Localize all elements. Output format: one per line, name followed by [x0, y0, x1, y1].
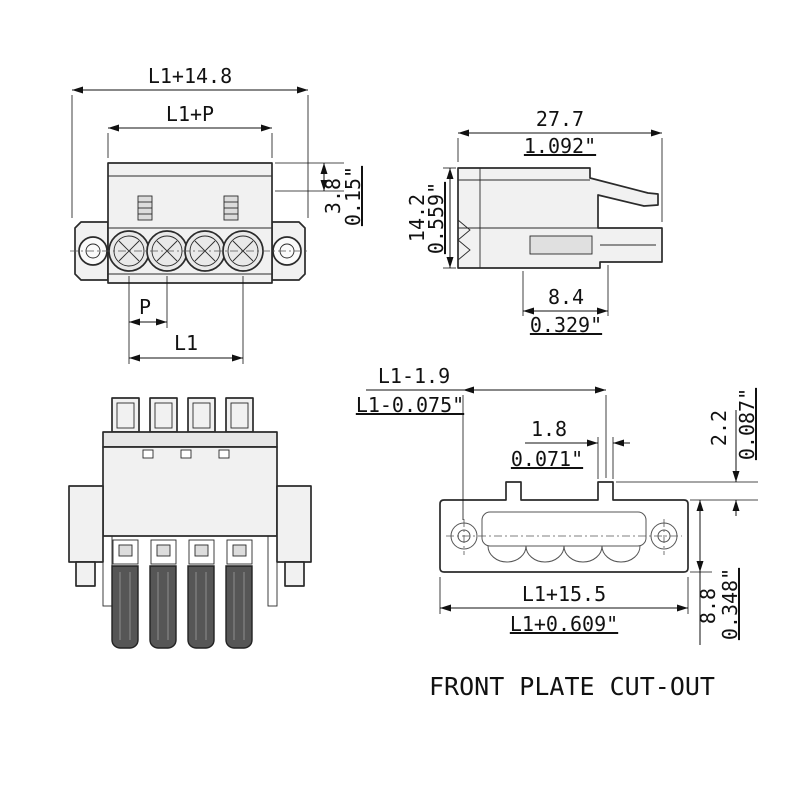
right-peg — [284, 561, 305, 587]
wires — [111, 565, 253, 649]
dim-slot-width-in: L1-0.075" — [356, 393, 464, 417]
view-title: FRONT PLATE CUT-OUT — [429, 672, 715, 701]
dim-cutout-width-mm: L1+15.5 — [522, 582, 606, 606]
dim-cutout-height-in: 0.348" — [718, 568, 742, 640]
pin-housing-2 — [149, 397, 178, 433]
front-view: L1+14.8 L1+P 3.8 0.15" P L1 — [70, 64, 365, 364]
collar — [102, 431, 278, 448]
dim-tab-height-mm: 2.2 — [707, 410, 731, 446]
dim-side-height-in: 0.559" — [424, 182, 448, 254]
silhouette-scallops — [487, 545, 641, 563]
dim-cutout-height-mm: 8.8 — [696, 588, 720, 624]
rear-view — [68, 397, 312, 649]
cutout-view: L1-1.9 L1-0.075" 1.8 0.071" 2.2 0.087" 8… — [356, 364, 759, 701]
dim-side-height-mm: 14.2 — [405, 194, 429, 242]
cutout-outline — [439, 481, 689, 573]
clamp-row — [112, 539, 253, 565]
dim-span: L1 — [174, 331, 198, 355]
dim-front-pitch-width: L1+P — [166, 102, 214, 126]
dim-panel-depth-mm: 8.4 — [548, 285, 584, 309]
dim-side-width-mm: 27.7 — [536, 107, 584, 131]
dim-tab-width-mm: 1.8 — [531, 417, 567, 441]
dim-pitch: P — [139, 295, 151, 319]
dim-panel-depth-in: 0.329" — [530, 313, 602, 337]
dim-flange-height-mm: 3.8 — [321, 178, 345, 214]
dim-front-overall-width: L1+14.8 — [148, 64, 232, 88]
latch-detail-left — [137, 195, 153, 221]
dim-side-width-in: 1.092" — [524, 134, 596, 158]
dim-cutout-width-in: L1+0.609" — [510, 612, 618, 636]
right-bracket — [276, 485, 312, 563]
side-profile — [457, 167, 663, 269]
clamp-zigzag — [457, 219, 471, 261]
dim-slot-width-mm: L1-1.9 — [378, 364, 450, 388]
side-view: 27.7 1.092" 14.2 0.559" 8.4 0.329" — [405, 107, 663, 337]
dim-tab-height-in: 0.087" — [735, 388, 759, 460]
pin-housing-4 — [225, 397, 254, 433]
dim-flange-height-in: 0.15" — [341, 166, 365, 226]
latch-detail-right — [223, 195, 239, 221]
connector-body-rear — [102, 446, 278, 537]
contact-slot — [529, 235, 593, 255]
dim-tab-width-in: 0.071" — [511, 447, 583, 471]
left-peg — [75, 561, 96, 587]
left-bracket — [68, 485, 104, 563]
